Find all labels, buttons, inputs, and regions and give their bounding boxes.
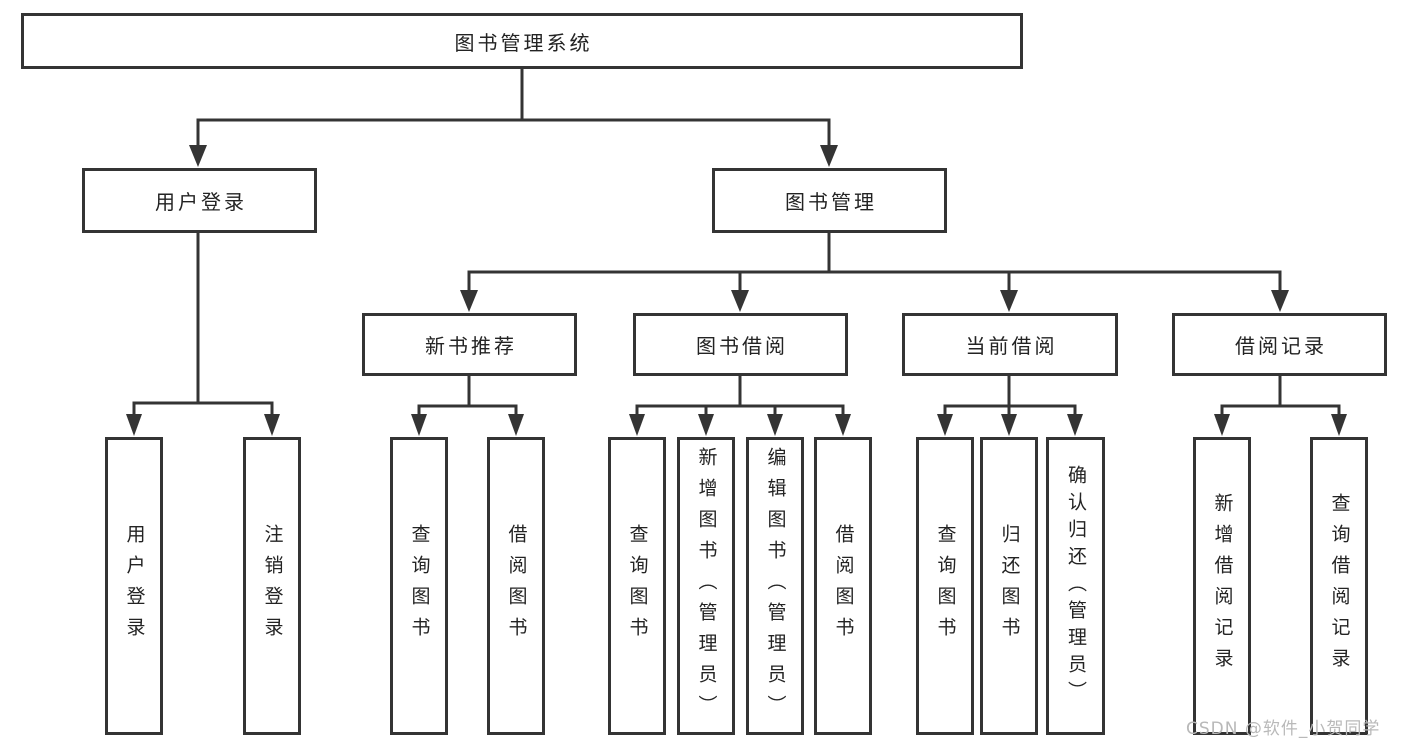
node-current-borrow: 当前借阅 — [902, 313, 1118, 376]
arrowhead-leaf — [264, 414, 280, 436]
arrowhead-leaf — [1214, 414, 1230, 436]
leaf-query-book-c: 查询图书 — [916, 437, 974, 735]
leaf-query-borrow-record: 查询借阅记录 — [1310, 437, 1368, 735]
arrowhead-group — [460, 290, 478, 312]
connector-group-d-distributor — [1220, 404, 1341, 418]
leaf-add-book-admin: 新增图书（管理员） — [677, 437, 735, 735]
leaf-return-book: 归还图书 — [980, 437, 1038, 735]
leaf-user-login: 用户登录 — [105, 437, 163, 735]
connector-level1-distributor — [196, 118, 831, 148]
connector-level2-distributor — [467, 270, 1282, 294]
arrowhead-leaf — [937, 414, 953, 436]
csdn-watermark: CSDN @软件_小贺同学 — [1186, 719, 1381, 739]
leaf-borrow-book-b: 借阅图书 — [814, 437, 872, 735]
arrowhead-leaf — [1067, 414, 1083, 436]
node-root-system: 图书管理系统 — [21, 13, 1023, 69]
leaf-edit-book-admin: 编辑图书（管理员） — [746, 437, 804, 735]
leaf-query-book-b: 查询图书 — [608, 437, 666, 735]
node-new-book-recommend: 新书推荐 — [362, 313, 577, 376]
node-user-login: 用户登录 — [82, 168, 317, 233]
leaf-query-book-a: 查询图书 — [390, 437, 448, 735]
connector-user-login-distributor — [132, 401, 274, 418]
leaf-confirm-return-admin: 确认归还（管理员） — [1046, 437, 1105, 735]
arrowhead-leaf — [1001, 414, 1017, 436]
arrowhead-leaf — [835, 414, 851, 436]
arrowhead-leaf — [126, 414, 142, 436]
arrowhead-leaf — [698, 414, 714, 436]
arrowhead-group — [1271, 290, 1289, 312]
connector-group-a-distributor — [417, 404, 518, 418]
node-book-management: 图书管理 — [712, 168, 947, 233]
arrowhead-group — [1000, 290, 1018, 312]
arrowhead-group — [731, 290, 749, 312]
arrowhead-leaf — [1331, 414, 1347, 436]
arrowhead-leaf — [508, 414, 524, 436]
arrowhead-leaf — [767, 414, 783, 436]
leaf-logout: 注销登录 — [243, 437, 301, 735]
leaf-add-borrow-record: 新增借阅记录 — [1193, 437, 1251, 735]
arrowhead-leaf — [411, 414, 427, 436]
arrowhead-book-mgmt — [820, 145, 838, 167]
connector-group-b-distributor — [635, 404, 845, 418]
arrowhead-leaf — [629, 414, 645, 436]
node-book-borrow: 图书借阅 — [633, 313, 848, 376]
node-borrow-records: 借阅记录 — [1172, 313, 1387, 376]
leaf-borrow-book-a: 借阅图书 — [487, 437, 545, 735]
arrowhead-user-login — [189, 145, 207, 167]
